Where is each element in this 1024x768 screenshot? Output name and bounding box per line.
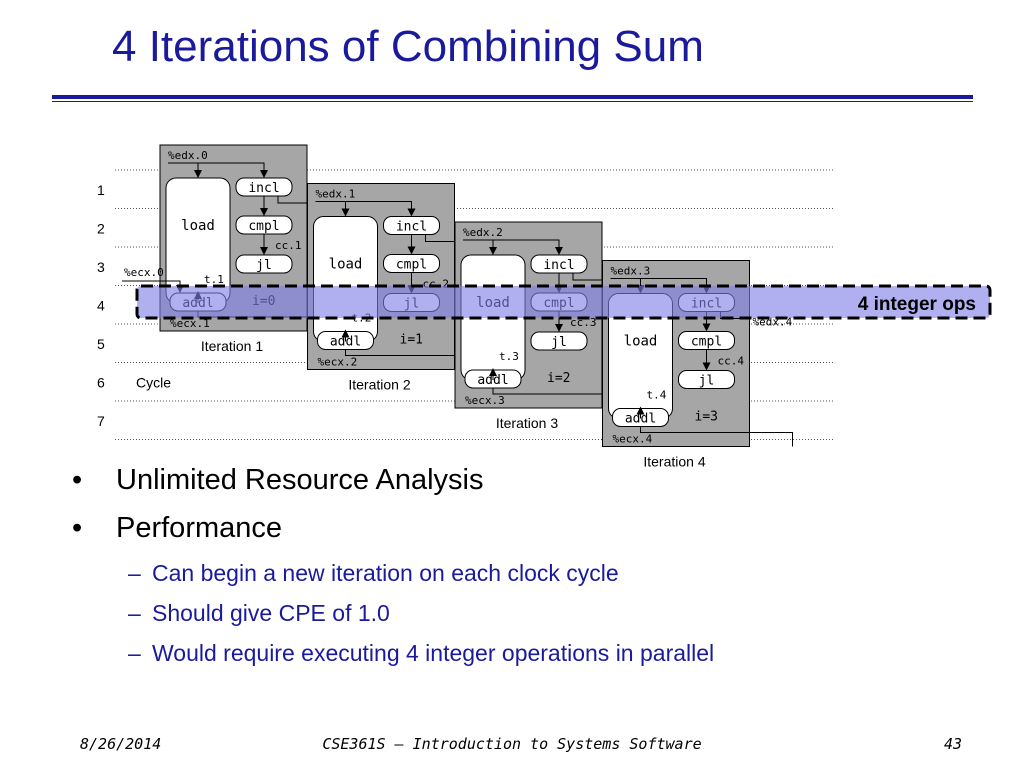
jl-op-label: jl <box>699 374 715 389</box>
jl-op-label: jl <box>551 335 567 350</box>
cmpl-op-label: cmpl <box>248 219 279 234</box>
jl-op-label: jl <box>256 258 272 273</box>
sub-bullet-item: – Should give CPE of 1.0 <box>72 596 972 636</box>
iteration-label: Iteration 3 <box>496 415 558 431</box>
iteration-label: Iteration 1 <box>201 338 263 354</box>
ecx-out-label: %ecx.1 <box>170 317 210 330</box>
integer-ops-highlight <box>135 284 992 320</box>
cycle-number: 6 <box>97 375 105 391</box>
ecx-in-label: %ecx.0 <box>124 266 164 279</box>
ecx-out-label: %ecx.2 <box>318 356 358 369</box>
incl-to-edx-out <box>277 196 307 204</box>
iteration-index: i=3 <box>695 410 718 425</box>
jl-op <box>530 331 588 351</box>
cycle-number: 7 <box>97 413 105 429</box>
iteration-index: i=2 <box>547 371 570 386</box>
t-label: t.1 <box>204 273 224 286</box>
cmpl-op-label: cmpl <box>691 335 722 350</box>
load-unit-label: load <box>329 257 363 273</box>
incl-op-label: incl <box>543 258 574 273</box>
sub-bullet-text: Should give CPE of 1.0 <box>152 600 390 626</box>
edx-to-incl <box>315 201 416 217</box>
cc-label: cc.4 <box>718 355 745 368</box>
t-label: t.4 <box>647 389 667 402</box>
sub-bullet-item: – Would require executing 4 integer oper… <box>72 636 972 676</box>
cycle-number: 4 <box>97 298 105 314</box>
bullet-text: Performance <box>116 512 283 544</box>
load-unit-label: load <box>181 218 215 234</box>
sub-bullet-text: Can begin a new iteration on each clock … <box>152 560 619 586</box>
iteration-label: Iteration 2 <box>348 377 410 393</box>
slide-title: 4 Iterations of Combining Sum <box>112 22 704 71</box>
footer-course: CSE361S – Introduction to Systems Softwa… <box>322 735 702 753</box>
addl-op-label: addl <box>625 412 656 427</box>
cycle-number: 5 <box>97 336 105 352</box>
addl-op-label: addl <box>477 373 508 388</box>
bullet-item: • Performance <box>72 508 972 556</box>
addl-op-label: addl <box>330 335 361 350</box>
incl-op-label: incl <box>396 220 427 235</box>
footer-date: 8/26/2014 <box>80 735 162 753</box>
title-rule-thick <box>52 95 973 99</box>
iteration-index: i=1 <box>400 333 423 348</box>
title-rule-thin <box>52 101 973 102</box>
incl-to-edx-out <box>572 273 602 281</box>
bullet-list: • Unlimited Resource Analysis • Performa… <box>72 460 972 676</box>
edx-in-label: %edx.0 <box>168 149 208 162</box>
cycle-number: 2 <box>97 221 105 237</box>
bullet-text: Unlimited Resource Analysis <box>116 464 484 496</box>
edx-in-label: %edx.2 <box>463 226 503 239</box>
sub-bullet-dash: – <box>128 600 141 626</box>
iteration-label: Iteration 4 <box>643 454 705 470</box>
ecx-out <box>640 426 793 447</box>
sub-bullet-dash: – <box>128 640 141 666</box>
load-unit-label: load <box>624 334 658 350</box>
integer-ops-label: 4 integer ops <box>858 294 976 315</box>
cc-label: cc.3 <box>570 316 597 329</box>
pipeline-diagram: 1 2 3 4 5 6 7 Cycle %edx.0 load incl cmpl jl addl cc.… <box>97 144 992 470</box>
bullet-dot: • <box>72 512 83 544</box>
edx-in-label: %edx.3 <box>611 265 651 278</box>
sub-bullet-text: Would require executing 4 integer operat… <box>152 640 715 666</box>
sub-bullet-dash: – <box>128 560 141 586</box>
incl-to-edx-out <box>425 234 455 242</box>
jl-op <box>235 254 293 274</box>
jl-op <box>678 370 735 389</box>
bullet-item: • Unlimited Resource Analysis <box>72 460 972 508</box>
cycle-axis-label: Cycle <box>136 375 171 391</box>
edx-in-label: %edx.1 <box>316 188 356 201</box>
ecx-out-label: %ecx.3 <box>465 394 505 407</box>
edx-to-incl <box>463 239 563 255</box>
cycle-number: 1 <box>97 182 105 198</box>
ecx-out-label: %ecx.4 <box>613 433 653 446</box>
cycle-number: 3 <box>97 259 105 275</box>
cc-label: cc.1 <box>275 239 302 252</box>
t-label: t.3 <box>499 350 519 363</box>
sub-bullet-item: – Can begin a new iteration on each cloc… <box>72 556 972 596</box>
bullet-dot: • <box>72 464 83 496</box>
edx-to-incl <box>168 162 268 178</box>
cmpl-op-label: cmpl <box>396 258 427 273</box>
footer-page-number: 43 <box>944 735 963 753</box>
incl-op-label: incl <box>248 181 279 196</box>
